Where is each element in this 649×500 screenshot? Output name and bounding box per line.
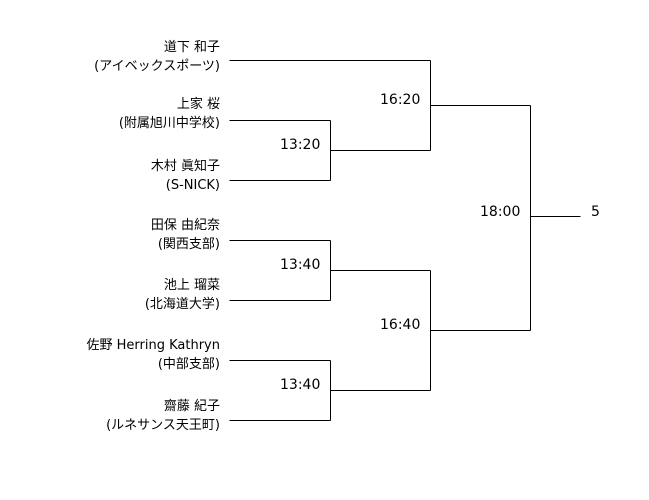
final-number: 5 bbox=[591, 204, 600, 220]
player-3: 木村 眞知子 (S-NICK) bbox=[0, 157, 220, 195]
player-affiliation: (附属旭川中学校) bbox=[118, 116, 220, 131]
player-4: 田保 由紀奈 (関西支部) bbox=[0, 216, 220, 254]
player-affiliation: (北海道大学) bbox=[144, 297, 220, 312]
player-5: 池上 瑠菜 (北海道大学) bbox=[0, 276, 220, 314]
player-affiliation: (S-NICK) bbox=[165, 178, 220, 193]
player-name: 道下 和子 bbox=[163, 40, 220, 55]
player-name: 上家 桜 bbox=[176, 97, 220, 112]
player-name: 田保 由紀奈 bbox=[150, 218, 220, 233]
match-time-r1-top: 13:20 bbox=[280, 137, 321, 153]
player-7: 齋藤 紀子 (ルネサンス天王町) bbox=[0, 397, 220, 435]
player-affiliation: (関西支部) bbox=[157, 237, 220, 252]
match-time-r1-mid: 13:40 bbox=[280, 257, 321, 273]
player-name: 齋藤 紀子 bbox=[163, 399, 220, 414]
player-affiliation: (中部支部) bbox=[157, 357, 220, 372]
player-2: 上家 桜 (附属旭川中学校) bbox=[0, 95, 220, 133]
player-name: 木村 眞知子 bbox=[150, 159, 220, 174]
player-affiliation: (ルネサンス天王町) bbox=[106, 418, 220, 433]
player-name: 池上 瑠菜 bbox=[163, 278, 220, 293]
player-1: 道下 和子 (アイベックスポーツ) bbox=[0, 38, 220, 76]
player-name: 佐野 Herring Kathryn bbox=[86, 338, 220, 353]
match-time-r1-bot: 13:40 bbox=[280, 377, 321, 393]
match-time-final: 18:00 bbox=[480, 204, 521, 220]
match-time-semi-bot: 16:40 bbox=[380, 317, 421, 333]
match-time-semi-top: 16:20 bbox=[380, 92, 421, 108]
player-6: 佐野 Herring Kathryn (中部支部) bbox=[0, 336, 220, 374]
player-affiliation: (アイベックスポーツ) bbox=[94, 59, 220, 74]
